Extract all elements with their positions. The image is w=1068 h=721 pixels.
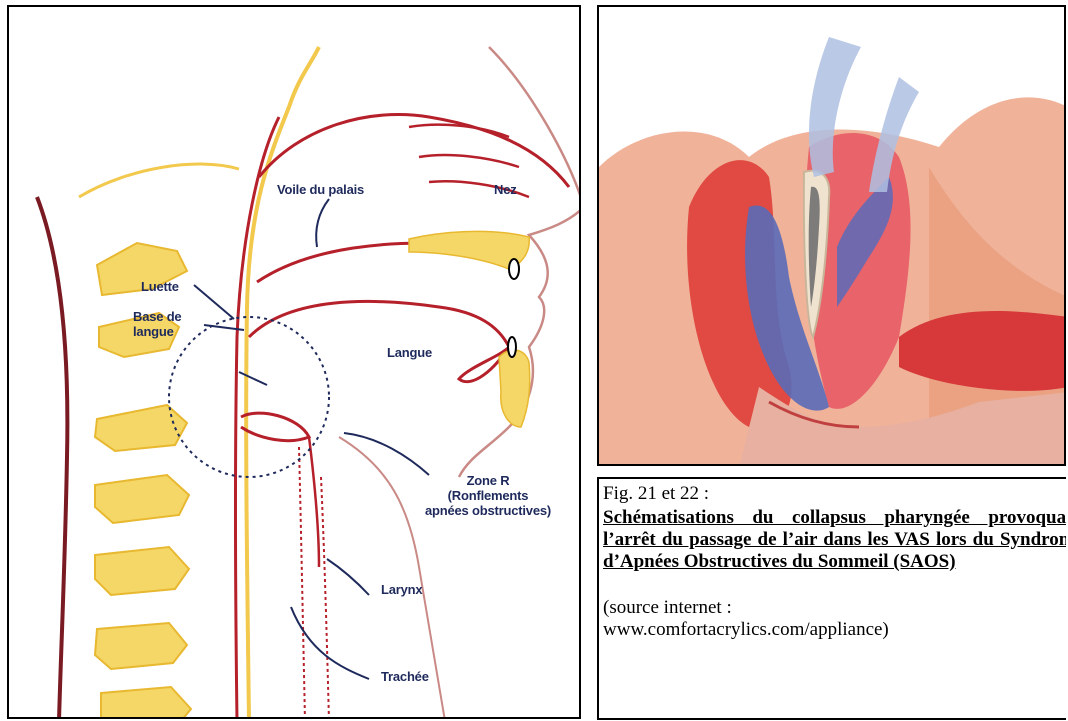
label-nez: Nez [494, 182, 517, 197]
sleep-apnea-illustration-panel [597, 5, 1066, 466]
figure-source-line2: www.comfortacrylics.com/appliance) [603, 619, 1066, 641]
figure-number: Fig. 21 et 22 : [603, 483, 1066, 505]
figure-caption: Fig. 21 et 22 : Schématisations du colla… [597, 477, 1066, 720]
label-zone-r-line2: (Ronflements [402, 488, 574, 503]
label-base-de-langue-line2: langue [133, 324, 181, 339]
label-luette: Luette [141, 279, 179, 294]
figure-title: Schématisations du collapsus pharyngée p… [603, 507, 1066, 573]
label-zone-r-line1: Zone R [402, 473, 574, 488]
label-larynx: Larynx [381, 582, 422, 597]
label-zone-r-line3: apnées obstructives) [402, 503, 574, 518]
label-base-de-langue: Base de langue [133, 309, 181, 339]
label-base-de-langue-line1: Base de [133, 309, 181, 324]
label-trachee: Trachée [381, 669, 429, 684]
sleep-apnea-illustration [599, 7, 1066, 466]
label-voile-du-palais: Voile du palais [277, 182, 364, 197]
figure-source: (source internet : www.comfortacrylics.c… [603, 597, 1066, 641]
anatomy-diagram-panel: Voile du palais Nez Luette Base de langu… [7, 5, 581, 719]
label-langue: Langue [387, 345, 432, 360]
label-zone-r: Zone R (Ronflements apnées obstructives) [402, 473, 574, 518]
anatomy-diagram [9, 7, 581, 719]
figure-source-line1: (source internet : [603, 597, 1066, 619]
